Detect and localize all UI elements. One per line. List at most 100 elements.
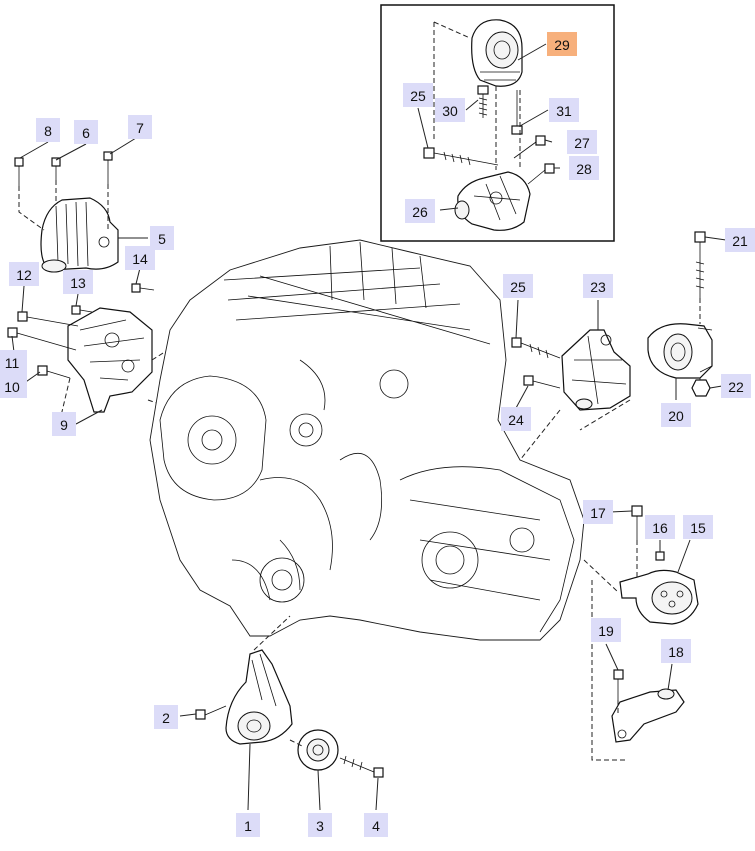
- callout-label: 19: [598, 623, 614, 639]
- callout-24: 24: [501, 407, 531, 431]
- callout-box: [0, 350, 27, 374]
- callout-25: 25: [403, 83, 433, 107]
- bolt-2: [195, 705, 227, 720]
- bolt-16: [655, 551, 665, 561]
- callout-box: [721, 374, 751, 398]
- bolt-8: [14, 157, 24, 186]
- leader-lines: [11, 43, 727, 811]
- callout-label: 14: [132, 251, 148, 267]
- callout-box: [645, 515, 675, 539]
- inset-bolt-27: [513, 135, 546, 159]
- callout-13: 13: [63, 270, 93, 294]
- bolt-17: [631, 505, 643, 540]
- callout-31: 31: [549, 98, 579, 122]
- callout-8: 8: [36, 118, 60, 142]
- callout-box: [74, 120, 98, 144]
- callout-box: [501, 407, 531, 431]
- callout-label: 25: [510, 279, 526, 295]
- callout-box: [683, 515, 713, 539]
- callout-22: 22: [721, 374, 751, 398]
- callout-7: 7: [128, 115, 152, 139]
- callout-1: 1: [236, 813, 260, 837]
- callout-17: 17: [583, 500, 613, 524]
- callout-23: 23: [583, 274, 613, 298]
- callout-box: [569, 156, 599, 180]
- callout-box: [583, 500, 613, 524]
- callout-box: [308, 813, 332, 837]
- inset-upper-mount: [471, 19, 523, 87]
- callout-label: 2: [162, 710, 170, 726]
- bolt-19: [613, 669, 624, 700]
- bolt-10: [37, 365, 71, 379]
- callout-label: 12: [16, 267, 32, 283]
- callout-box: [435, 98, 465, 122]
- callout-6: 6: [74, 120, 98, 144]
- callout-18: 18: [661, 639, 691, 663]
- callout-3: 3: [308, 813, 332, 837]
- callout-28: 28: [569, 156, 599, 180]
- callout-box: [549, 98, 579, 122]
- inset-bolt-31: [511, 90, 523, 135]
- callout-box: [9, 262, 39, 286]
- callout-label: 26: [412, 204, 428, 220]
- callout-box: [63, 270, 93, 294]
- callout-box: [403, 83, 433, 107]
- callout-label: 13: [70, 275, 86, 291]
- callout-label: 17: [590, 505, 606, 521]
- callout-box: [0, 374, 27, 398]
- callout-box: [36, 118, 60, 142]
- inset-frame: [380, 4, 615, 242]
- bolt-11: [7, 327, 77, 351]
- callout-label: 6: [82, 125, 90, 141]
- callout-label: 30: [442, 103, 458, 119]
- callout-4: 4: [364, 813, 388, 837]
- right-lower-bracket-18: [611, 688, 685, 743]
- callout-11: 11: [0, 350, 27, 374]
- callout-30: 30: [435, 98, 465, 122]
- callout-21: 21: [725, 228, 755, 252]
- bolt-4: [339, 755, 384, 778]
- callout-box: [154, 705, 178, 729]
- inset-bolt-28: [527, 163, 555, 185]
- lower-torque-mount-1: [225, 649, 293, 745]
- callout-label: 25: [410, 88, 426, 104]
- callout-label: 11: [5, 355, 20, 371]
- callout-label: 3: [316, 818, 324, 834]
- callout-box: [125, 246, 155, 270]
- callout-box: [128, 115, 152, 139]
- left-lower-bracket-9: [67, 307, 153, 413]
- callout-box: [583, 274, 613, 298]
- bolt-6: [51, 157, 61, 180]
- callout-label: 15: [690, 520, 706, 536]
- callout-label: 10: [4, 379, 20, 395]
- callout-label: 18: [668, 644, 684, 660]
- callout-26: 26: [405, 199, 435, 223]
- bolt-24: [523, 375, 561, 389]
- inset-bolt-25: [423, 147, 499, 166]
- callout-box: [52, 412, 76, 436]
- callout-29: 29: [547, 32, 577, 56]
- bolt-7: [103, 151, 113, 184]
- bolt-12: [17, 311, 79, 327]
- callout-label: 21: [732, 233, 748, 249]
- bolt-21: [694, 231, 706, 298]
- callout-16: 16: [645, 515, 675, 539]
- callout-2: 2: [154, 705, 178, 729]
- callout-19: 19: [591, 618, 621, 642]
- callout-label: 28: [576, 161, 592, 177]
- callout-label: 8: [44, 123, 52, 139]
- callout-14: 14: [125, 246, 155, 270]
- callout-10: 10: [0, 374, 27, 398]
- callout-12: 12: [9, 262, 39, 286]
- callout-box: [503, 274, 533, 298]
- callout-label: 29: [554, 37, 570, 53]
- callout-box: [661, 639, 691, 663]
- callout-label: 31: [556, 103, 572, 119]
- bolt-13: [71, 305, 93, 315]
- callout-box: [591, 618, 621, 642]
- callout-label: 24: [508, 412, 524, 428]
- inset-bracket-26: [454, 171, 531, 231]
- right-mount-20: [647, 323, 713, 379]
